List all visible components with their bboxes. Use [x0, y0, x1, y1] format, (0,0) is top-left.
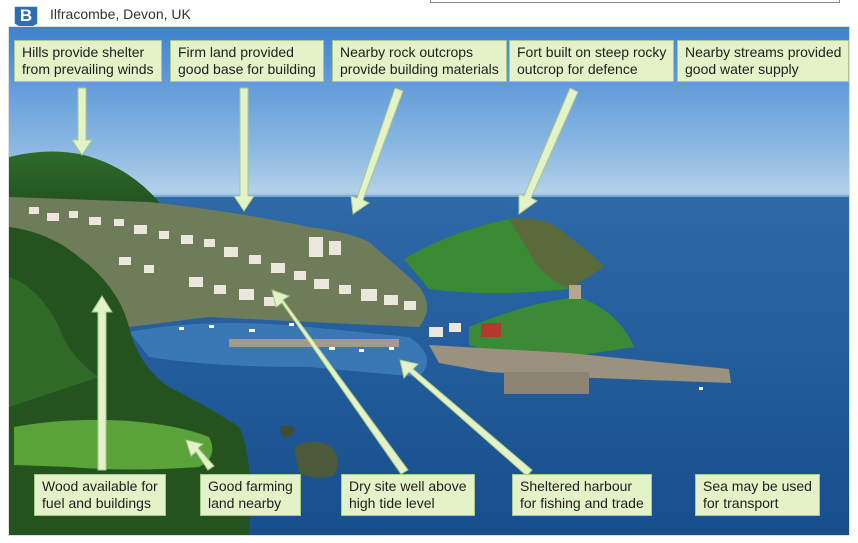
label-rock-line2: provide building materials: [340, 61, 499, 77]
label-fort-line2: outcrop for defence: [517, 61, 638, 77]
figure-title: Ilfracombe, Devon, UK: [50, 6, 191, 22]
label-dry-site: Dry site well above high tide level: [341, 474, 475, 516]
label-rock: Nearby rock outcrops provide building ma…: [332, 40, 507, 82]
label-sea-line1: Sea may be used: [703, 478, 812, 494]
label-firm-land-line1: Firm land provided: [178, 44, 294, 60]
label-hills-line2: from prevailing winds: [22, 61, 154, 77]
top-divider: [430, 0, 840, 3]
label-rock-line1: Nearby rock outcrops: [340, 44, 474, 60]
label-hills-line1: Hills provide shelter: [22, 44, 145, 60]
label-fort: Fort built on steep rocky outcrop for de…: [509, 40, 675, 82]
label-dry-site-line1: Dry site well above: [349, 478, 467, 494]
label-streams: Nearby streams provided good water suppl…: [677, 40, 850, 82]
label-harbour-line2: for fishing and trade: [520, 495, 644, 511]
label-wood: Wood available for fuel and buildings: [34, 474, 166, 516]
label-firm-land-line2: good base for building: [178, 61, 316, 77]
label-farming-line1: Good farming: [208, 478, 293, 494]
label-sea: Sea may be used for transport: [695, 474, 820, 516]
label-farming-line2: land nearby: [208, 495, 282, 511]
label-dry-site-line2: high tide level: [349, 495, 435, 511]
label-wood-line1: Wood available for: [42, 478, 158, 494]
label-sea-line2: for transport: [703, 495, 779, 511]
label-hills: Hills provide shelter from prevailing wi…: [14, 40, 162, 82]
label-farming: Good farming land nearby: [200, 474, 301, 516]
label-wood-line2: fuel and buildings: [42, 495, 151, 511]
figure-badge-letter: B: [19, 6, 33, 25]
label-firm-land: Firm land provided good base for buildin…: [170, 40, 324, 82]
label-streams-line2: good water supply: [685, 61, 799, 77]
label-streams-line1: Nearby streams provided: [685, 44, 842, 60]
label-harbour: Sheltered harbour for fishing and trade: [512, 474, 652, 516]
label-fort-line1: Fort built on steep rocky: [517, 44, 667, 60]
label-harbour-line1: Sheltered harbour: [520, 478, 633, 494]
harbour-photo: [8, 26, 850, 536]
